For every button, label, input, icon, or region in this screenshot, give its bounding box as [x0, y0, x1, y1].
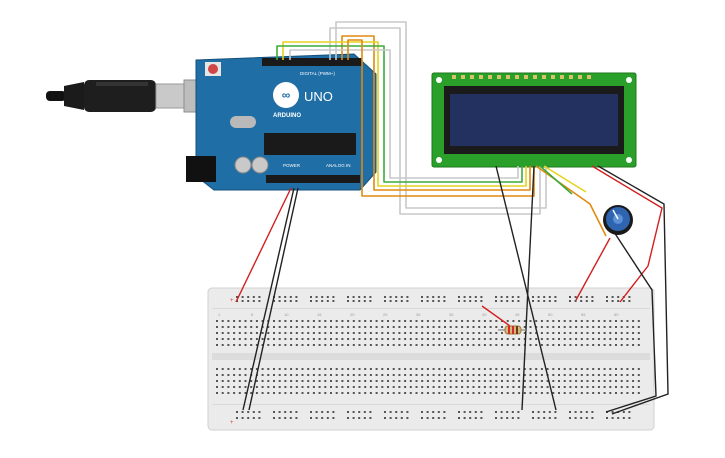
breadboard-column-number: 5	[251, 312, 254, 317]
power-analog-header	[266, 175, 360, 183]
arduino-logo-icon	[273, 82, 299, 108]
wire-green-lcd[interactable]	[539, 165, 573, 195]
usb-strain-relief	[64, 82, 84, 110]
digital-header-label: DIGITAL (PWM~)	[300, 71, 335, 76]
wire-black-lcd-rw[interactable]	[521, 165, 535, 411]
breadboard-column-number: 30	[416, 312, 421, 317]
potentiometer-indicator	[612, 209, 619, 220]
arduino-uno-board[interactable]: ∞ ARDUINO UNO DIGITAL (PWM~) POWER ANALO…	[186, 53, 377, 191]
capacitor-2	[251, 156, 269, 174]
capacitor-1	[234, 156, 252, 174]
usb-plug-body	[84, 80, 156, 112]
wire-white-data[interactable]	[289, 49, 519, 179]
wire-black-gnd-1[interactable]	[242, 187, 295, 411]
lcd-mount-hole-br	[626, 157, 632, 163]
lcd-pin	[506, 75, 510, 79]
wire-white-2[interactable]	[329, 27, 541, 215]
lcd-pin	[560, 75, 564, 79]
wires-data	[276, 21, 607, 237]
breadboard-column-number: 15	[317, 312, 322, 317]
wire-black-pot-gnd[interactable]	[605, 231, 657, 413]
breadboard-top-rail-divider	[212, 308, 650, 309]
breadboard-column-number: 60	[614, 312, 619, 317]
breadboard-column-number: 20	[350, 312, 355, 317]
lcd-pin	[452, 75, 456, 79]
breadboard-column-number: 45	[515, 312, 520, 317]
wire-orange-data-2[interactable]	[347, 39, 535, 197]
wire-red-resistor[interactable]	[481, 305, 511, 327]
lcd-mount-hole-tr	[626, 77, 632, 83]
usb-cable-end	[46, 91, 66, 101]
rail-plus-marker-bottom: +	[230, 420, 234, 426]
usb-plug-ridge	[96, 82, 148, 86]
lcd-screen[interactable]	[450, 94, 618, 146]
lcd-16x2[interactable]	[431, 72, 637, 168]
breadboard-center-channel	[212, 353, 650, 360]
wire-red-5v[interactable]	[235, 187, 292, 303]
crystal	[230, 116, 256, 128]
power-header-label: POWER	[283, 163, 301, 168]
rail-plus-marker-top: +	[230, 298, 234, 304]
lcd-pin	[470, 75, 474, 79]
wire-black-lcd-gnd-2[interactable]	[597, 165, 669, 415]
resistor-band-2	[512, 326, 514, 334]
lcd-mount-hole-tl	[436, 77, 442, 83]
arduino-logo-glyph: ∞	[282, 88, 291, 102]
lcd-pin	[551, 75, 555, 79]
wire-red-pot-vcc[interactable]	[575, 237, 611, 301]
lcd-pin	[542, 75, 546, 79]
wire-yellow-data[interactable]	[282, 41, 527, 187]
arduino-model-text: UNO	[304, 89, 333, 104]
wire-black-lcd-gnd[interactable]	[495, 165, 557, 411]
lcd-pin	[524, 75, 528, 79]
lcd-mount-hole-bl	[436, 157, 442, 163]
breadboard-column-number: 55	[581, 312, 586, 317]
lcd-pin	[515, 75, 519, 79]
breadboard-column-number: 1	[218, 312, 221, 317]
breadboard-bottom-rail-divider	[212, 404, 650, 405]
analog-header-label: ANALOG IN	[326, 163, 351, 168]
usb-plug-metal	[155, 83, 187, 109]
atmega-chip	[264, 133, 356, 155]
lcd-pin	[587, 75, 591, 79]
potentiometer-icon[interactable]	[603, 205, 633, 235]
arduino-pcb	[195, 53, 377, 191]
breadboard-column-number: 40	[482, 312, 487, 317]
lcd-pin	[488, 75, 492, 79]
reset-button[interactable]	[208, 64, 218, 74]
lcd-pin	[497, 75, 501, 79]
resistor-icon[interactable]	[498, 325, 526, 335]
breadboard-column-number: 25	[383, 312, 388, 317]
wire-orange-data[interactable]	[341, 35, 531, 191]
wires-power	[235, 165, 669, 415]
arduino-logo-text: ARDUINO	[273, 113, 301, 119]
lcd-pin	[569, 75, 573, 79]
resistor-band-3	[516, 326, 518, 334]
breadboard-column-number: 50	[548, 312, 553, 317]
breadboard-column-number: 35	[449, 312, 454, 317]
power-jack	[186, 156, 216, 182]
wire-red-lcd-vcc[interactable]	[591, 165, 663, 303]
lcd-pins	[452, 75, 591, 79]
lcd-pin	[461, 75, 465, 79]
resistor-band-1	[508, 326, 510, 334]
lcd-pin	[479, 75, 483, 79]
wire-black-gnd-2[interactable]	[248, 187, 299, 411]
lcd-pin	[533, 75, 537, 79]
digital-header	[262, 58, 362, 66]
lcd-pin	[578, 75, 582, 79]
wire-green-data[interactable]	[276, 45, 523, 183]
wire-yellow-lcd[interactable]	[543, 165, 587, 193]
breadboard-column-number: 10	[284, 312, 289, 317]
